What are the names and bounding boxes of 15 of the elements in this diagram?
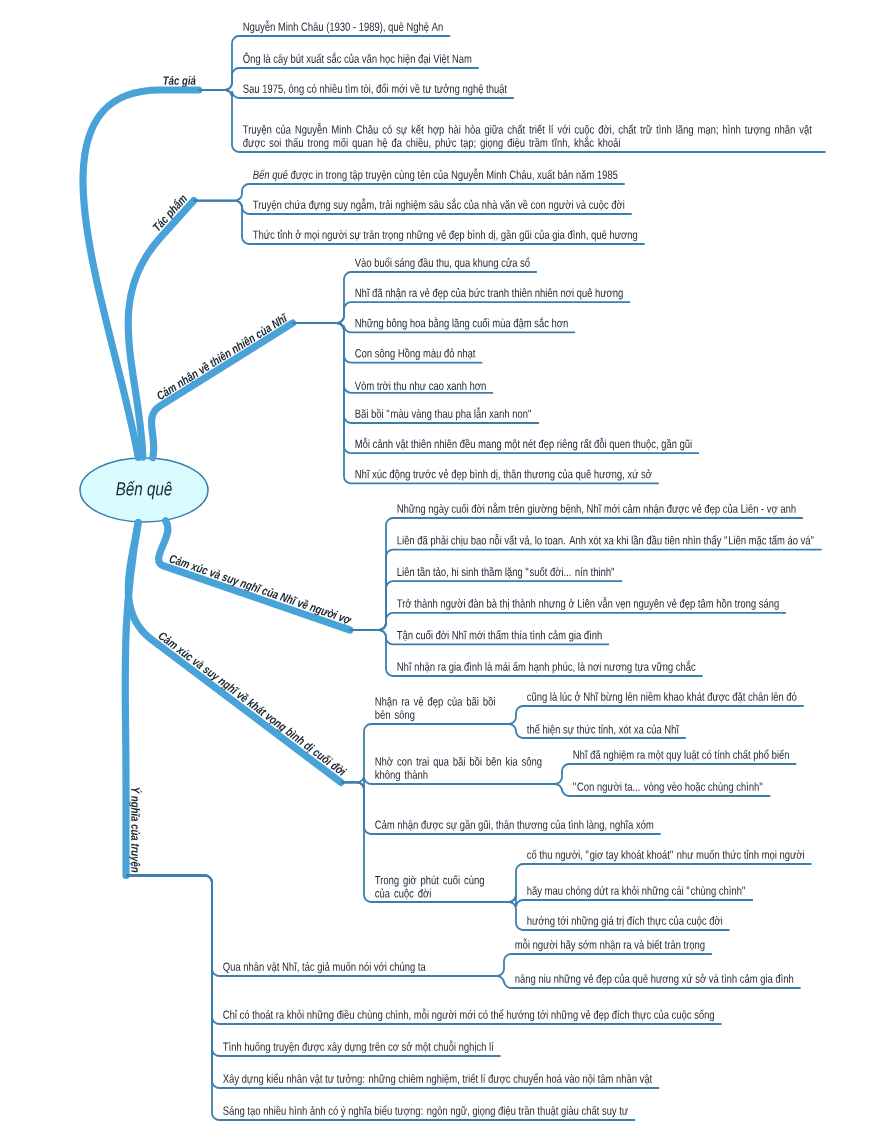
branch-line — [121, 519, 142, 880]
connector-line — [500, 901, 731, 931]
branch-line — [124, 196, 198, 461]
connector-line — [349, 629, 704, 677]
connector-line — [500, 723, 687, 739]
connector-line — [197, 89, 827, 153]
connector-line — [125, 874, 636, 1121]
connector-line — [544, 783, 772, 797]
connector-line — [291, 322, 660, 485]
connector-line — [192, 199, 646, 245]
branch-line — [155, 517, 354, 634]
branch-line — [79, 86, 203, 461]
connector-line — [427, 975, 802, 989]
connector-line — [340, 781, 507, 903]
branch-line — [147, 319, 297, 462]
